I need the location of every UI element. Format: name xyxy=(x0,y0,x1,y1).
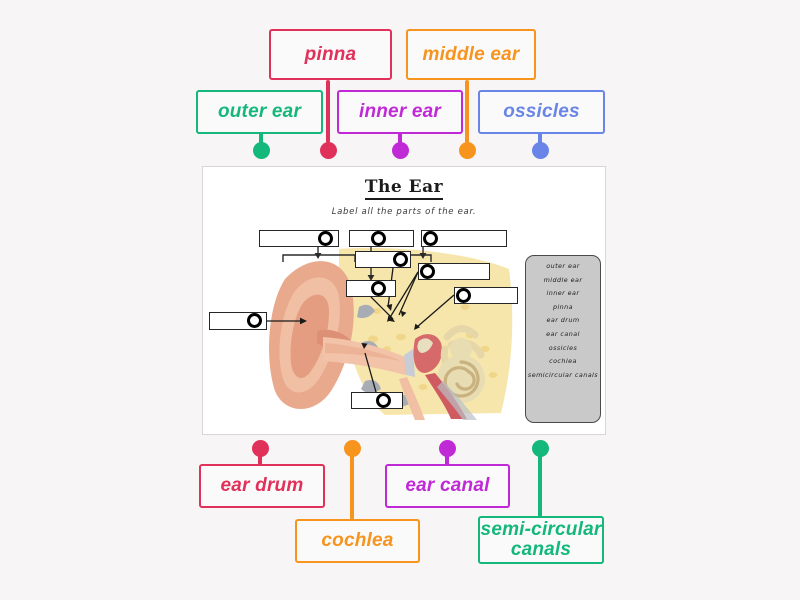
drop-target[interactable] xyxy=(376,393,391,408)
label-chip-pinna[interactable]: pinna xyxy=(269,29,392,80)
word-bank-item: ear drum xyxy=(546,316,580,325)
drop-target[interactable] xyxy=(318,231,333,246)
label-chip-ear-canal[interactable]: ear canal xyxy=(385,464,510,508)
word-bank-item: ossicles xyxy=(548,343,578,352)
worksheet-image: The Ear Label all the parts of the ear. xyxy=(202,166,606,435)
word-bank-item: semicircular canals xyxy=(527,370,599,379)
connector-stem-inner-ear xyxy=(398,132,402,144)
drop-target[interactable] xyxy=(371,231,386,246)
connector-dot-ear-drum[interactable] xyxy=(252,440,269,457)
answer-blank[interactable] xyxy=(418,263,490,280)
connector-stem-ear-drum xyxy=(258,452,262,466)
word-bank-item: outer ear xyxy=(546,262,580,270)
connector-dot-inner-ear[interactable] xyxy=(392,142,409,159)
word-bank: outer ear middle ear inner ear pinna ear… xyxy=(525,255,601,423)
drop-target[interactable] xyxy=(393,252,408,267)
connector-stem-middle-ear xyxy=(465,80,469,143)
label-chip-inner-ear[interactable]: inner ear xyxy=(337,90,463,134)
drop-target[interactable] xyxy=(247,313,262,328)
connector-dot-middle-ear[interactable] xyxy=(459,142,476,159)
worksheet-instruction: Label all the parts of the ear. xyxy=(331,207,477,217)
connector-stem-semi-circular-canals xyxy=(538,452,542,518)
connector-stem-pinna xyxy=(326,80,330,143)
connector-dot-semi-circular-canals[interactable] xyxy=(532,440,549,457)
label-chip-middle-ear[interactable]: middle ear xyxy=(406,29,536,80)
worksheet-title-text: The Ear xyxy=(364,177,444,200)
connector-stem-ear-canal xyxy=(445,452,449,466)
word-bank-item: inner ear xyxy=(546,289,580,298)
label-chip-cochlea[interactable]: cochlea xyxy=(295,519,420,563)
label-chip-semi-circular-canals[interactable]: semi-circular canals xyxy=(478,516,604,564)
word-bank-item: middle ear xyxy=(543,275,583,284)
connector-dot-cochlea[interactable] xyxy=(344,440,361,457)
answer-blank[interactable] xyxy=(421,230,507,247)
connector-dot-pinna[interactable] xyxy=(320,142,337,159)
worksheet-title: The Ear xyxy=(203,177,605,200)
connector-stem-outer-ear xyxy=(259,132,263,144)
word-bank-item: ear canal xyxy=(546,329,580,338)
label-chip-outer-ear[interactable]: outer ear xyxy=(196,90,323,134)
drop-target[interactable] xyxy=(456,288,471,303)
word-bank-item: pinna xyxy=(552,302,574,311)
connector-dot-ear-canal[interactable] xyxy=(439,440,456,457)
label-chip-ossicles[interactable]: ossicles xyxy=(478,90,605,134)
word-bank-item: cochlea xyxy=(549,357,577,366)
drop-target[interactable] xyxy=(420,264,435,279)
connector-dot-ossicles[interactable] xyxy=(532,142,549,159)
connector-stem-ossicles xyxy=(538,132,542,144)
connector-dot-outer-ear[interactable] xyxy=(253,142,270,159)
label-chip-ear-drum[interactable]: ear drum xyxy=(199,464,325,508)
connector-stem-cochlea xyxy=(350,452,354,520)
drop-target[interactable] xyxy=(371,281,386,296)
drop-target[interactable] xyxy=(423,231,438,246)
